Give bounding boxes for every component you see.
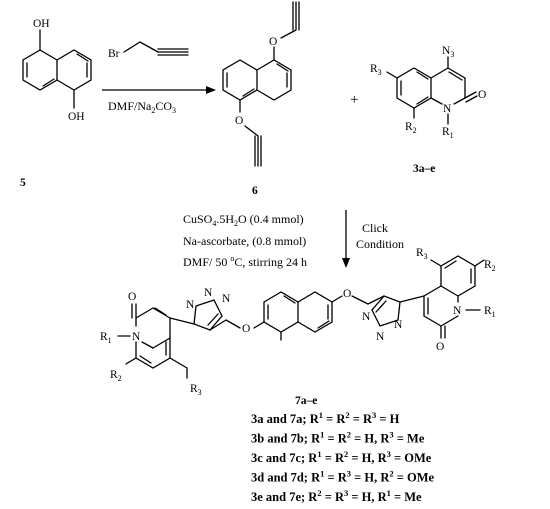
carbonyl-oxygen-left: O	[128, 291, 136, 303]
product-r1-right: R1	[484, 305, 496, 319]
compound-5-structure: OH OH	[22, 18, 92, 123]
legend-line: 3e and 7e; R2 = R3 = H, R1 = Me	[251, 488, 422, 504]
quinolinone-n-right: N	[453, 305, 462, 317]
triazole-n-right-1: N	[394, 319, 403, 331]
bromine-label: Br	[108, 48, 120, 60]
compound-label-5: 5	[20, 177, 26, 189]
azide-label: N3	[442, 45, 454, 59]
compound-label-3: 3a–e	[413, 163, 435, 175]
hydroxyl-label-top: OH	[33, 18, 50, 30]
click-label: Click	[362, 221, 388, 235]
product-r1-left: R1	[100, 331, 112, 345]
r3-label: R3	[370, 63, 382, 77]
plus-sign: +	[350, 92, 358, 108]
product-r2-left: R2	[110, 369, 122, 383]
carbonyl-oxygen-label: O	[478, 89, 486, 101]
ether-oxygen-left: O	[242, 323, 250, 335]
oxygen-label-top: O	[269, 36, 277, 48]
product-r3-right: R3	[416, 247, 428, 261]
triazole-n-left-3: N	[222, 293, 231, 305]
legend-line: 3b and 7b; R1 = R2 = H, R3 = Me	[251, 430, 425, 446]
reductant-conditions: Na-ascorbate, (0.8 mmol)	[183, 234, 306, 248]
nitrogen-label: N	[443, 103, 452, 115]
propargyl-bromide: Br	[108, 41, 189, 60]
product-r2-right: R2	[484, 259, 496, 273]
compound-7-structure: O N N N N O R3 R2 R1 O	[100, 247, 496, 397]
oxygen-label-bottom: O	[235, 115, 243, 127]
triazole-n-right-3: N	[362, 311, 371, 323]
legend-line: 3d and 7d; R1 = R3 = H, R2 = OMe	[251, 469, 435, 485]
legend-line: 3a and 7a; R1 = R2 = R3 = H	[251, 410, 400, 426]
legend-line: 3c and 7c; R1 = R2 = H, R3 = OMe	[251, 449, 432, 465]
compound-label-7: 7a–e	[295, 395, 317, 407]
compound-6-structure: O O	[222, 1, 300, 167]
compound-label-6: 6	[252, 185, 258, 197]
triazole-n-right-2: N	[376, 331, 385, 343]
condition-label: Condition	[356, 237, 404, 251]
quinolinone-n-left: N	[132, 331, 141, 343]
product-r3-left: R3	[190, 383, 202, 397]
triazole-n-left-2: N	[204, 287, 213, 299]
ether-oxygen-right: O	[343, 288, 351, 300]
compound-3-structure: N O N3 R1 R2 R3	[370, 45, 486, 140]
catalyst-conditions: CuSO4.5H2O (0.4 mmol)	[183, 212, 304, 228]
r1-label: R1	[442, 126, 454, 140]
substituent-legend: 3a and 7a; R1 = R2 = R3 = H 3b and 7b; R1…	[251, 410, 435, 504]
base-conditions: DMF/Na2CO3	[108, 99, 176, 115]
solvent-temperature-conditions: DMF/ 50 oC, stirring 24 h	[183, 254, 307, 269]
triazole-n-left-1: N	[186, 299, 195, 311]
r2-label: R2	[405, 121, 417, 135]
hydroxyl-label-bottom: OH	[68, 111, 85, 123]
carbonyl-oxygen-right: O	[436, 341, 444, 353]
